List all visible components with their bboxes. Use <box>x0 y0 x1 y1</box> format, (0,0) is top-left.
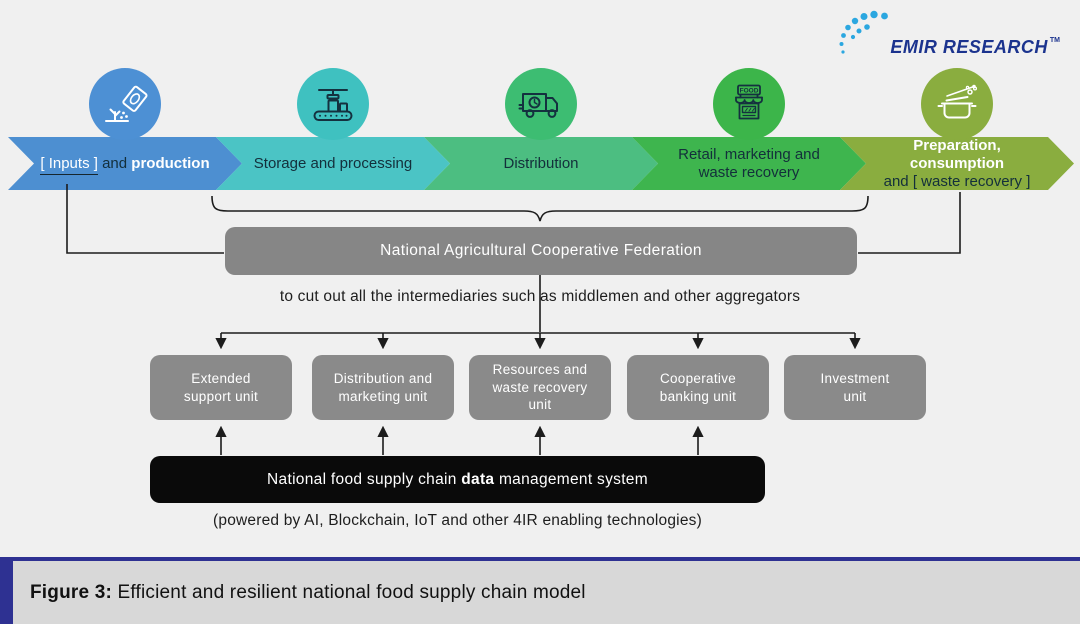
segment-label: Distribution <box>503 154 579 172</box>
federation-box: National Agricultural Cooperative Federa… <box>225 227 857 275</box>
cooking-pot-icon <box>937 84 978 119</box>
figure-caption-bar: Figure 3: Efficient and resilient nation… <box>0 557 1080 624</box>
stage-icon-circle-retail: FOOD <box>713 68 785 140</box>
chain-segment-distribution: Distribution <box>424 137 658 190</box>
segment-label: Storage and processing <box>253 154 413 172</box>
chain-segment-retail-marketing-waste-recovery: Retail, marketing and waste recovery <box>632 137 866 190</box>
unit-box-distribution-marketing: Distribution and marketing unit <box>312 355 454 420</box>
data-system-box: National food supply chain data manageme… <box>150 456 765 503</box>
unit-box-cooperative-banking: Cooperative banking unit <box>627 355 769 420</box>
data-system-label: National food supply chain data manageme… <box>267 470 648 488</box>
delivery-truck-icon <box>518 93 558 118</box>
intermediaries-note: to cut out all the intermediaries such a… <box>279 288 801 305</box>
unit-box-resources-waste-recovery: Resources and waste recovery unit <box>469 355 611 420</box>
unit-box-investment: Investment unit <box>784 355 926 420</box>
stage-icon-circle-inputs <box>89 68 161 140</box>
seed-sowing-icon <box>105 85 148 122</box>
segment-label: [ Inputs ] and production <box>40 155 209 173</box>
segment-label: Retail, marketing and waste recovery <box>678 145 820 181</box>
logo-wordmark: EMIR RESEARCH <box>890 37 1048 57</box>
connector-inputs-to-federation <box>66 184 224 254</box>
stage-icon-circle-storage <box>297 68 369 140</box>
store-sign-text: FOOD <box>740 88 759 95</box>
chain-segment-storage-and-processing: Storage and processing <box>216 137 450 190</box>
emir-research-logo: EMIR RESEARCH TM <box>838 10 1060 56</box>
logo-trademark: TM <box>1049 37 1060 44</box>
figure-title: Efficient and resilient national food su… <box>112 581 586 603</box>
powered-note: (powered by AI, Blockchain, IoT and othe… <box>213 512 702 529</box>
connector-waste-recovery-to-federation <box>858 192 961 254</box>
conveyor-processing-icon <box>313 89 353 121</box>
food-store-icon: FOOD <box>735 84 763 120</box>
stage-icon-circle-distribution <box>505 68 577 140</box>
caption-accent-strip <box>0 561 13 624</box>
unit-box-extended-support: Extended support unit <box>150 355 292 420</box>
figure-caption: Figure 3: Efficient and resilient nation… <box>30 582 586 604</box>
segment-label-line2: and [ waste recovery ] <box>884 173 1031 191</box>
logo-dots-icon <box>839 10 889 54</box>
chain-segment-preparation-consumption: Preparation, consumption and [ waste rec… <box>840 137 1074 190</box>
segment-label: Preparation, consumption <box>909 136 1005 172</box>
chain-segment-inputs-and-production: [ Inputs ] and production <box>8 137 242 190</box>
figure-number: Figure 3: <box>30 581 113 603</box>
brace <box>211 195 869 222</box>
federation-label: National Agricultural Cooperative Federa… <box>380 242 702 259</box>
stage-icon-circle-preparation <box>921 68 993 140</box>
